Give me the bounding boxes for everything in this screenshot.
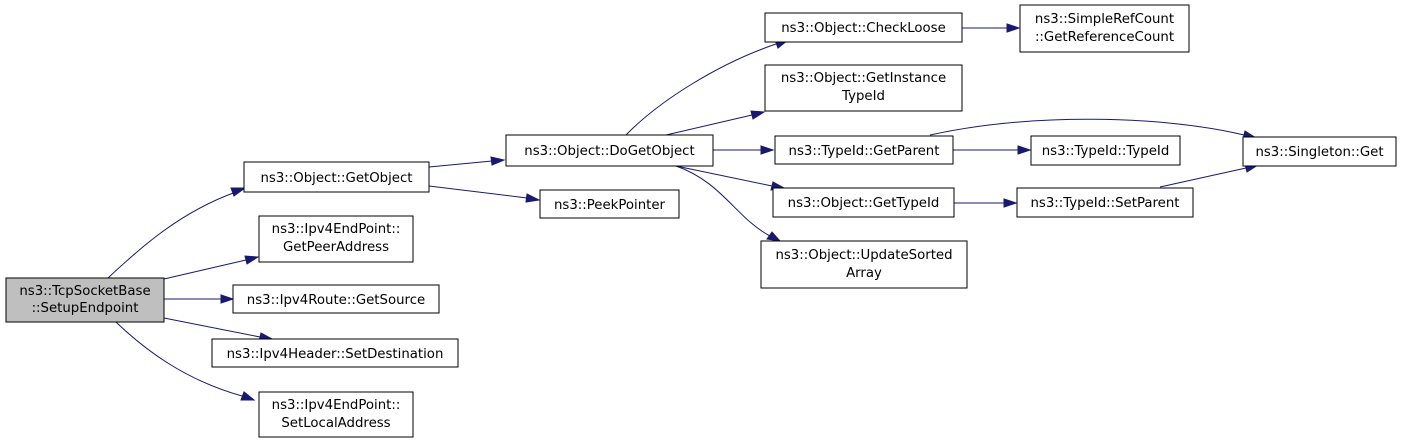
node-ipv4endpoint-getpeeraddress[interactable]: ns3::Ipv4EndPoint:: GetPeerAddress [258, 215, 414, 263]
node-label-line-1: ns3::Object::GetInstance [781, 71, 946, 86]
node-typeid-typeid[interactable]: ns3::TypeId::TypeId [1030, 135, 1181, 166]
node-typeid-setparent[interactable]: ns3::TypeId::SetParent [1016, 187, 1194, 218]
node-ipv4route-getsource[interactable]: ns3::Ipv4Route::GetSource [232, 284, 440, 314]
node-label-line-1: ns3::Object::UpdateSorted [775, 248, 952, 263]
node-label: ns3::TypeId::TypeId [1042, 144, 1170, 159]
edge-typeidsetparent-singletonget [1159, 163, 1260, 188]
node-label: ns3::TypeId::GetParent [789, 144, 940, 159]
node-label: ns3::Ipv4Route::GetSource [247, 293, 425, 308]
node-label: ns3::Object::DoGetObject [524, 144, 694, 159]
edge-getobject-dogetobject [428, 156, 506, 168]
edge-getobject-peekpointer [428, 185, 541, 203]
edge-dogetobject-objectgettypeid [675, 165, 786, 191]
node-label: ns3::Ipv4Header::SetDestination [227, 347, 444, 362]
edge-setupendpoint-setlocaladdress [115, 321, 256, 401]
edge-setupendpoint-setdestination [163, 317, 274, 342]
node-object-checkloose[interactable]: ns3::Object::CheckLoose [764, 12, 963, 43]
node-ipv4endpoint-setlocaladdress[interactable]: ns3::Ipv4EndPoint:: SetLocalAddress [258, 391, 414, 438]
node-label: ns3::Object::CheckLoose [781, 21, 946, 36]
edge-setupendpoint-getobject [107, 187, 247, 279]
node-label-line-1: ns3::TcpSocketBase [19, 284, 150, 299]
node-label: ns3::Singleton::Get [1255, 145, 1383, 160]
node-label-line-2: GetPeerAddress [283, 240, 389, 255]
node-object-dogetobject[interactable]: ns3::Object::DoGetObject [505, 134, 714, 167]
node-label: ns3::PeekPointer [554, 198, 666, 213]
edge-setupendpoint-getsource [164, 294, 235, 304]
node-label-line-1: ns3::Ipv4EndPoint:: [272, 222, 401, 237]
edge-dogetobject-typeidgetparent [713, 145, 775, 155]
edge-dogetobject-updatesortedarray [675, 165, 782, 242]
node-ipv4header-setdestination[interactable]: ns3::Ipv4Header::SetDestination [211, 338, 459, 368]
edge-objectgettypeid-typeidsetparent [954, 198, 1018, 208]
node-label-line-2: SetLocalAddress [281, 416, 390, 431]
node-label: ns3::Object::GetTypeId [788, 196, 940, 211]
node-label-line-2: ::GetReferenceCount [1035, 30, 1174, 45]
node-label: ns3::TypeId::SetParent [1030, 196, 1179, 211]
node-label-line-2: Array [846, 266, 882, 281]
node-label-line-1: ns3::SimpleRefCount [1035, 12, 1174, 27]
node-singleton-get[interactable]: ns3::Singleton::Get [1242, 136, 1397, 167]
node-tcpsocketbase-setupendpoint[interactable]: ns3::TcpSocketBase ::SetupEndpoint [5, 277, 165, 323]
node-label-line-2: ::SetupEndpoint [32, 301, 139, 316]
node-object-updatesortedarray[interactable]: ns3::Object::UpdateSorted Array [760, 240, 968, 289]
node-typeid-getparent[interactable]: ns3::TypeId::GetParent [774, 135, 954, 165]
edge-dogetobject-checkloose [625, 39, 790, 136]
node-label-line-2: TypeId [841, 89, 885, 104]
node-object-getobject[interactable]: ns3::Object::GetObject [243, 161, 430, 193]
node-object-getinstancetypeid[interactable]: ns3::Object::GetInstance TypeId [764, 64, 963, 112]
node-label-line-1: ns3::Ipv4EndPoint:: [272, 398, 401, 413]
node-simplerefcount-getreferencecount[interactable]: ns3::SimpleRefCount ::GetReferenceCount [1019, 4, 1190, 53]
edge-checkloose-getreferencecount [962, 23, 1021, 33]
node-peekpointer[interactable]: ns3::PeekPointer [539, 189, 680, 219]
node-label: ns3::Object::GetObject [260, 171, 412, 186]
node-object-gettypeid[interactable]: ns3::Object::GetTypeId [772, 187, 955, 218]
edge-setupendpoint-getpeeraddress [163, 255, 260, 280]
edge-dogetobject-getinstancetypeid [665, 110, 766, 136]
edge-typeidgetparent-typeidtypeid [953, 145, 1032, 155]
